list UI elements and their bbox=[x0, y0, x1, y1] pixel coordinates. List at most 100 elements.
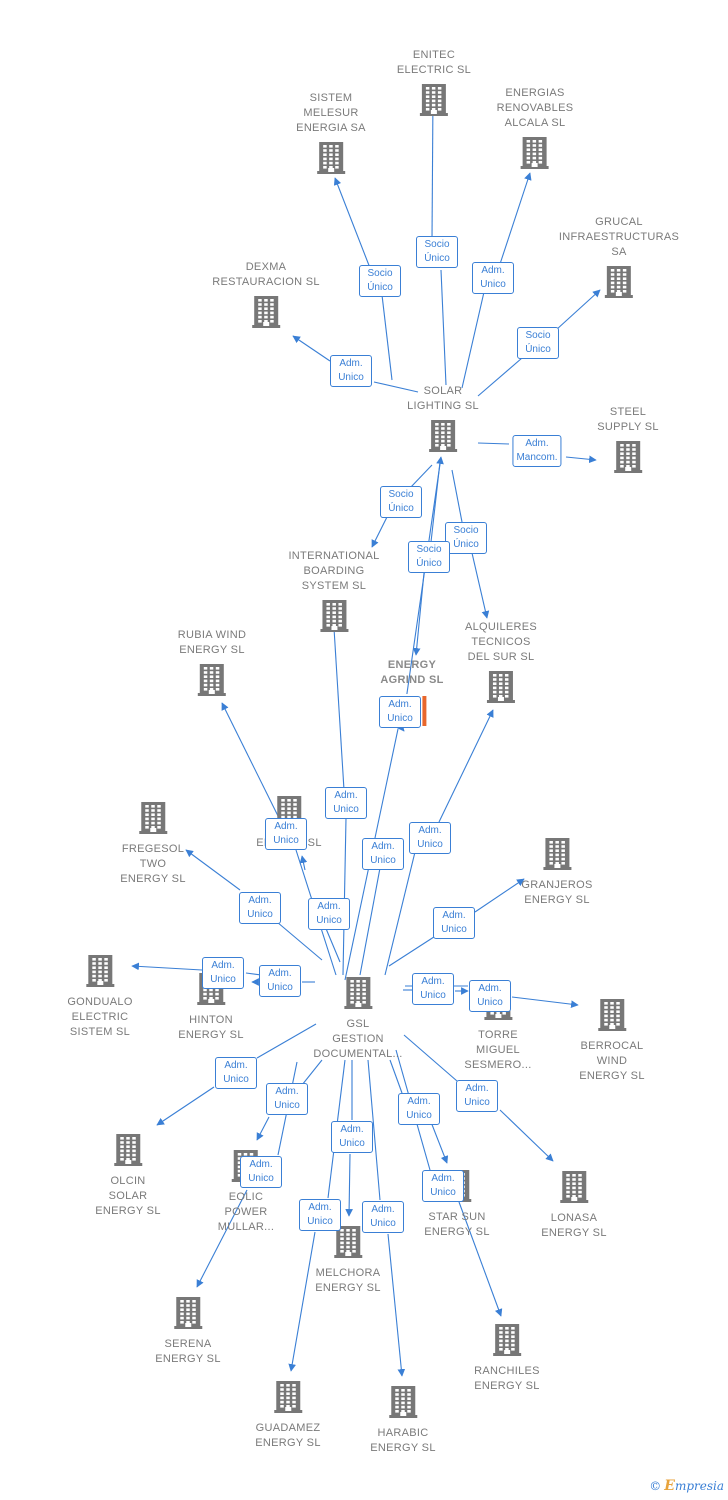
relation-edge bbox=[381, 294, 393, 381]
relation-badge[interactable]: Adm. Unico bbox=[215, 1057, 257, 1089]
company-node-olcin[interactable]: OLCIN SOLAR ENERGY SL bbox=[95, 1132, 160, 1219]
relation-edge bbox=[367, 1059, 381, 1201]
relation-edge bbox=[131, 962, 203, 971]
building-icon bbox=[407, 418, 479, 457]
relation-edge bbox=[565, 455, 597, 464]
company-node-guadamez[interactable]: GUADAMEZ ENERGY SL bbox=[255, 1379, 320, 1451]
relation-badge[interactable]: Adm. Unico bbox=[398, 1093, 440, 1125]
building-icon bbox=[95, 1132, 160, 1171]
company-label: BERROCAL WIND ENERGY SL bbox=[579, 1040, 645, 1082]
company-node-ranchiles[interactable]: RANCHILES ENERGY SL bbox=[474, 1322, 540, 1394]
relation-badge[interactable]: Adm. Unico bbox=[412, 973, 454, 1005]
relation-badge[interactable]: Socio Único bbox=[517, 327, 559, 359]
relation-badge[interactable]: Adm. Unico bbox=[202, 957, 244, 989]
company-label: RANCHILES ENERGY SL bbox=[474, 1365, 540, 1392]
relation-edge bbox=[276, 921, 323, 961]
relation-badge[interactable]: Adm. Unico bbox=[308, 898, 350, 930]
company-label: EOLIC POWER MULLAR... bbox=[217, 1191, 275, 1233]
company-node-fregesol[interactable]: FREGESOL TWO ENERGY SL bbox=[120, 800, 185, 887]
company-node-dexma[interactable]: DEXMA RESTAURACION SL bbox=[212, 260, 320, 333]
relation-badge[interactable]: Adm. Unico bbox=[266, 1083, 308, 1115]
company-node-lonasa[interactable]: LONASA ENERGY SL bbox=[541, 1169, 606, 1241]
brand-name: mpresia bbox=[674, 1479, 724, 1493]
building-icon bbox=[155, 1295, 220, 1334]
relation-badge[interactable]: Adm. Unico bbox=[433, 907, 475, 939]
relation-edge bbox=[499, 172, 532, 265]
relation-edge bbox=[301, 1059, 323, 1086]
relation-edge bbox=[156, 1086, 215, 1126]
relation-badge[interactable]: Adm. Unico bbox=[362, 838, 404, 870]
relation-badge[interactable]: Adm. Unico bbox=[409, 822, 451, 854]
relation-edge bbox=[555, 289, 601, 331]
company-node-harabic[interactable]: HARABIC ENERGY SL bbox=[370, 1384, 435, 1456]
company-node-serena[interactable]: SERENA ENERGY SL bbox=[155, 1295, 220, 1367]
building-icon bbox=[397, 82, 471, 121]
relation-badge[interactable]: Adm. Unico bbox=[362, 1201, 404, 1233]
relation-edge bbox=[499, 1109, 554, 1162]
relation-badge[interactable]: Adm. Unico bbox=[379, 696, 421, 728]
company-label: ENERGIAS RENOVABLES ALCALA SL bbox=[496, 87, 574, 129]
relation-badge[interactable]: Socio Único bbox=[416, 236, 458, 268]
company-node-gondualo[interactable]: GONDUALO ELECTRIC SISTEM SL bbox=[67, 953, 132, 1040]
relation-edge bbox=[451, 469, 463, 523]
company-node-sistem[interactable]: SISTEM MELESUR ENERGIA SA bbox=[296, 91, 366, 179]
relation-edge bbox=[373, 381, 419, 393]
relation-edge bbox=[458, 1201, 503, 1317]
company-node-grucal[interactable]: GRUCAL INFRAESTRUCTURAS SA bbox=[559, 215, 679, 303]
relation-badge[interactable]: Adm. Unico bbox=[240, 1156, 282, 1188]
relation-badge[interactable]: Adm. Unico bbox=[330, 355, 372, 387]
company-node-melchora[interactable]: MELCHORA ENERGY SL bbox=[315, 1224, 380, 1296]
company-node-energias[interactable]: ENERGIAS RENOVABLES ALCALA SL bbox=[497, 86, 574, 174]
company-node-granjeros[interactable]: GRANJEROS ENERGY SL bbox=[521, 836, 592, 908]
relation-edge bbox=[511, 996, 579, 1008]
empresia-watermark: ©Empresia bbox=[649, 1478, 724, 1494]
relation-edge bbox=[333, 177, 371, 269]
relation-badge[interactable]: Adm. Unico bbox=[469, 980, 511, 1012]
relation-edge bbox=[471, 552, 490, 619]
building-icon bbox=[67, 953, 132, 992]
relation-edge bbox=[196, 1189, 248, 1288]
relation-badge[interactable]: Adm. Unico bbox=[265, 818, 307, 850]
relation-badge[interactable]: Adm. Unico bbox=[331, 1121, 373, 1153]
company-node-berrocal[interactable]: BERROCAL WIND ENERGY SL bbox=[579, 997, 644, 1084]
relation-edge bbox=[403, 1034, 458, 1082]
relation-badge[interactable]: Adm. Unico bbox=[422, 1170, 464, 1202]
relation-badge[interactable]: Adm. Unico bbox=[325, 787, 367, 819]
relation-edge bbox=[389, 1059, 403, 1094]
company-label: LONASA ENERGY SL bbox=[541, 1212, 607, 1239]
relation-badge[interactable]: Adm. Unico bbox=[299, 1199, 341, 1231]
relation-badge[interactable]: Socio Único bbox=[359, 265, 401, 297]
building-icon bbox=[178, 662, 246, 701]
relation-badge[interactable]: Socio Único bbox=[380, 486, 422, 518]
building-icon bbox=[288, 598, 379, 637]
building-icon bbox=[465, 669, 537, 708]
company-label: DEXMA RESTAURACION SL bbox=[212, 261, 320, 288]
company-node-intl[interactable]: INTERNATIONAL BOARDING SYSTEM SL bbox=[288, 549, 379, 637]
company-node-alquileres[interactable]: ALQUILERES TECNICOS DEL SUR SL bbox=[465, 620, 537, 708]
relation-badge[interactable]: Adm. Unico bbox=[259, 965, 301, 997]
company-label: STEEL SUPPLY SL bbox=[597, 406, 659, 433]
building-icon bbox=[296, 140, 366, 179]
company-node-solar[interactable]: SOLAR LIGHTING SL bbox=[407, 384, 479, 457]
relation-badge[interactable]: Socio Único bbox=[445, 522, 487, 554]
relation-badge[interactable]: Adm. Unico bbox=[472, 262, 514, 294]
relation-edge bbox=[221, 702, 281, 821]
relation-edge bbox=[342, 817, 347, 976]
company-node-steel[interactable]: STEEL SUPPLY SL bbox=[597, 405, 659, 478]
company-label: OLCIN SOLAR ENERGY SL bbox=[95, 1175, 161, 1217]
company-node-enitec[interactable]: ENITEC ELECTRIC SL bbox=[397, 48, 471, 121]
company-node-gsl[interactable]: GSL GESTION DOCUMENTAL... bbox=[313, 975, 402, 1062]
relation-edge bbox=[440, 269, 447, 386]
company-node-rubia[interactable]: RUBIA WIND ENERGY SL bbox=[178, 628, 246, 701]
company-label: SOLAR LIGHTING SL bbox=[407, 385, 479, 412]
building-icon bbox=[315, 1224, 380, 1263]
building-icon bbox=[474, 1322, 540, 1361]
relation-badge[interactable]: Socio Único bbox=[408, 541, 450, 573]
building-icon bbox=[521, 836, 592, 875]
relation-badge[interactable]: Adm. Unico bbox=[239, 892, 281, 924]
relation-badge[interactable]: Adm. Mancom. bbox=[512, 435, 562, 467]
relation-edge bbox=[288, 1231, 316, 1372]
company-label: HARABIC ENERGY SL bbox=[370, 1427, 436, 1454]
relation-badge[interactable]: Adm. Unico bbox=[456, 1080, 498, 1112]
